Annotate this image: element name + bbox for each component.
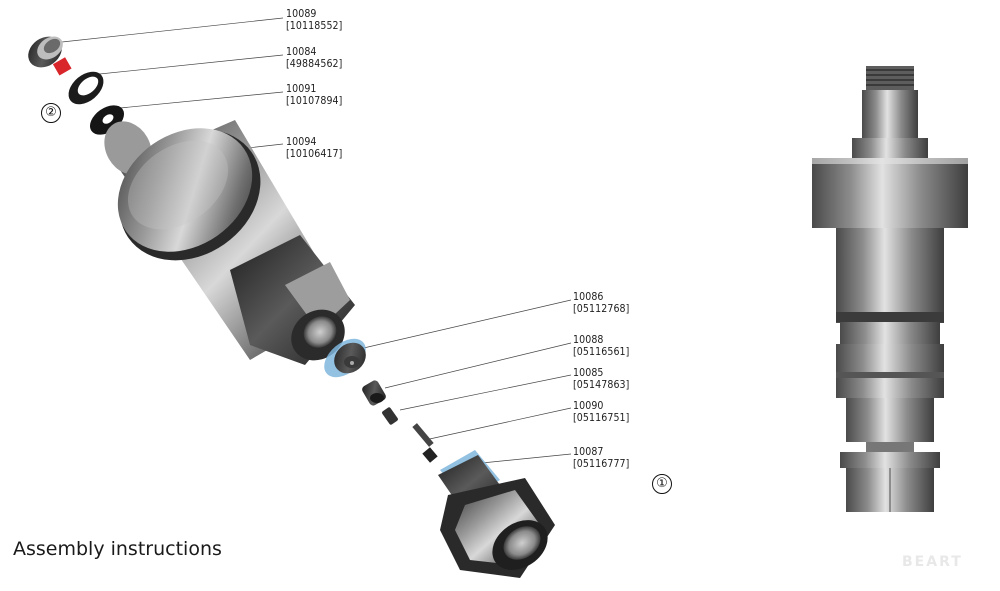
part-10085 (382, 407, 398, 425)
leader-lines (61, 17, 572, 466)
part-label-10089: 10089[10118552] (286, 8, 343, 32)
part-10087-fitting (438, 450, 555, 578)
part-label-10090: 10090[05116751] (573, 400, 630, 424)
part-10094-main-body (104, 120, 355, 365)
caption-assembly-instructions: Assembly instructions (13, 538, 222, 560)
part-10086 (324, 338, 366, 378)
watermark: BEART (902, 554, 963, 570)
part-label-10091: 10091[10107894] (286, 83, 343, 107)
part-10089-cap (28, 36, 63, 68)
part-label-10087: 10087[05116777] (573, 446, 630, 470)
part-label-10088: 10088[05116561] (573, 334, 630, 358)
assembled-detail-view (812, 66, 968, 512)
part-label-10086: 10086[05112768] (573, 291, 630, 315)
part-label-10084: 10084[49884562] (286, 46, 343, 70)
part-label-10085: 10085[05147863] (573, 367, 630, 391)
part-10090-pin (412, 423, 438, 463)
part-knurled-ring (68, 71, 104, 105)
part-10084-red-seal (52, 57, 72, 76)
marker-2: ② (41, 103, 61, 123)
part-label-10094: 10094[10106417] (286, 136, 343, 160)
marker-1: ① (652, 474, 672, 494)
part-10088 (362, 380, 386, 406)
